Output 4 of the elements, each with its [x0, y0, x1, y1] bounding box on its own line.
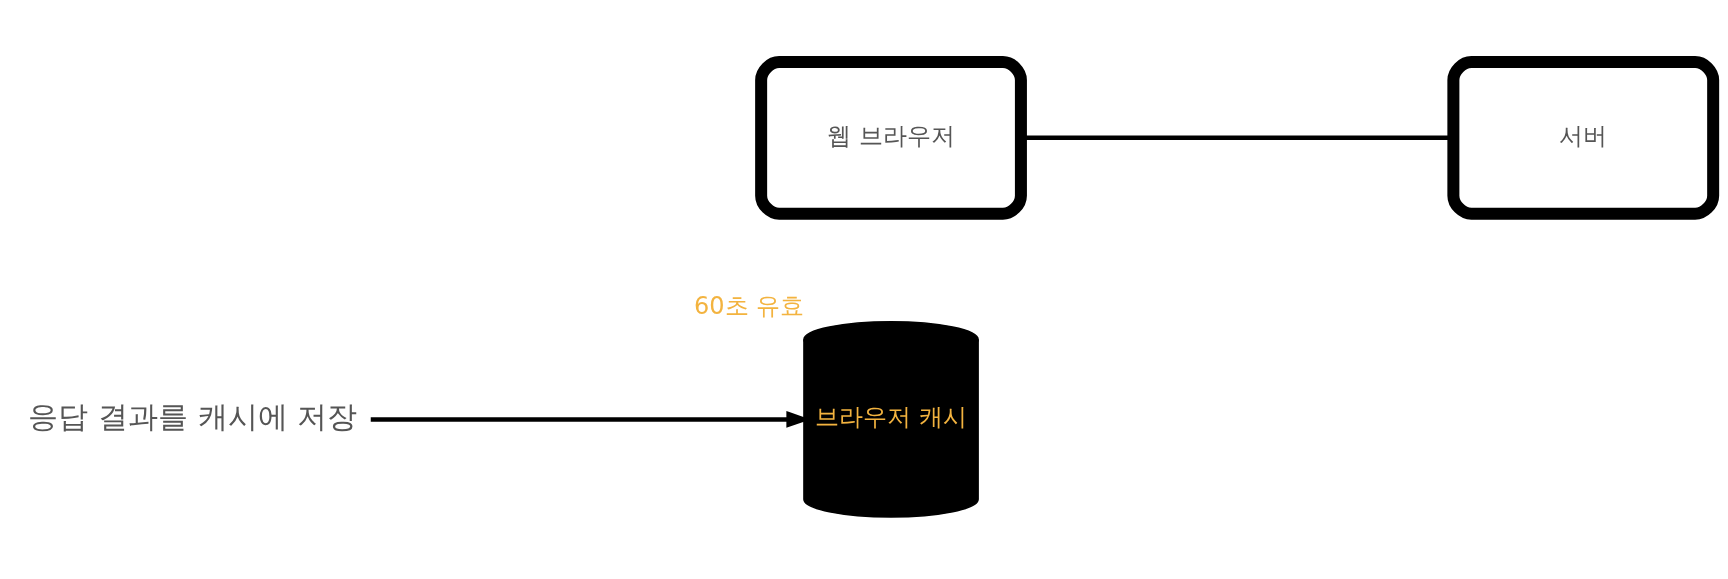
node-text: 응답 결과를 캐시에 저장 — [28, 398, 358, 434]
node-box: 웹 브라우저 — [755, 56, 1027, 220]
node-label: 60초 유효 — [694, 291, 805, 320]
node-box: 서버 — [1447, 56, 1720, 220]
